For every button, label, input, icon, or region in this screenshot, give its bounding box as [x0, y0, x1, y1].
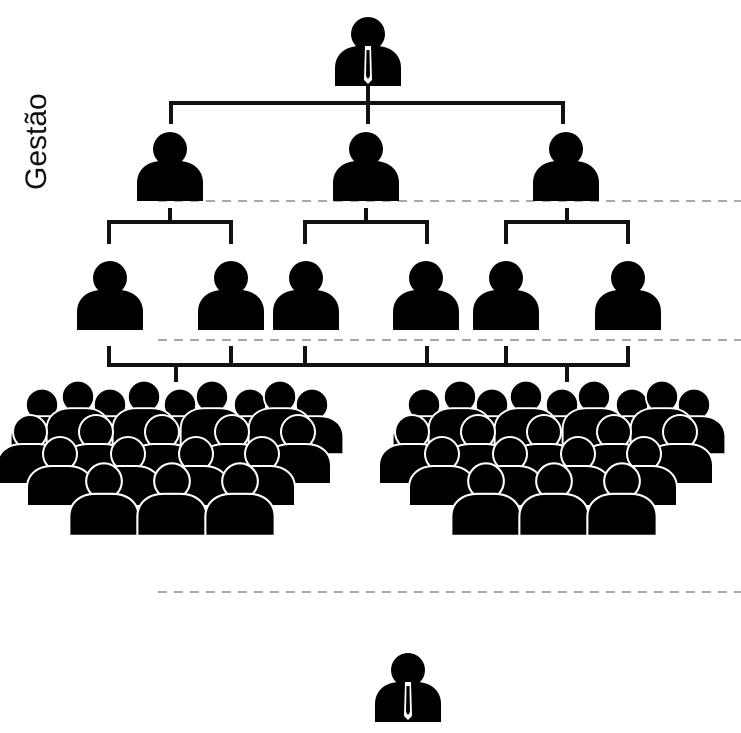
- top-manager-icon: [335, 17, 401, 86]
- supervisor-icon-1: [77, 261, 143, 330]
- supervisor-icon-2: [198, 261, 264, 330]
- manager-icon-3: [533, 132, 599, 201]
- bottom-manager-icon: [375, 653, 441, 722]
- supervisor-icon-6: [595, 261, 661, 330]
- worker-group-icon-2: [378, 379, 727, 537]
- manager-icon-1: [137, 132, 203, 201]
- connector-bottom: [107, 346, 630, 382]
- connector-group-3: [504, 208, 630, 244]
- connector-group-2: [303, 208, 429, 244]
- supervisor-icon-3: [273, 261, 339, 330]
- connector-group-1: [107, 208, 233, 244]
- worker-group-icon-1: [0, 379, 345, 537]
- connector-top: [169, 86, 565, 124]
- supervisor-icon-4: [393, 261, 459, 330]
- supervisor-icon-5: [473, 261, 539, 330]
- manager-icon-2: [333, 132, 399, 201]
